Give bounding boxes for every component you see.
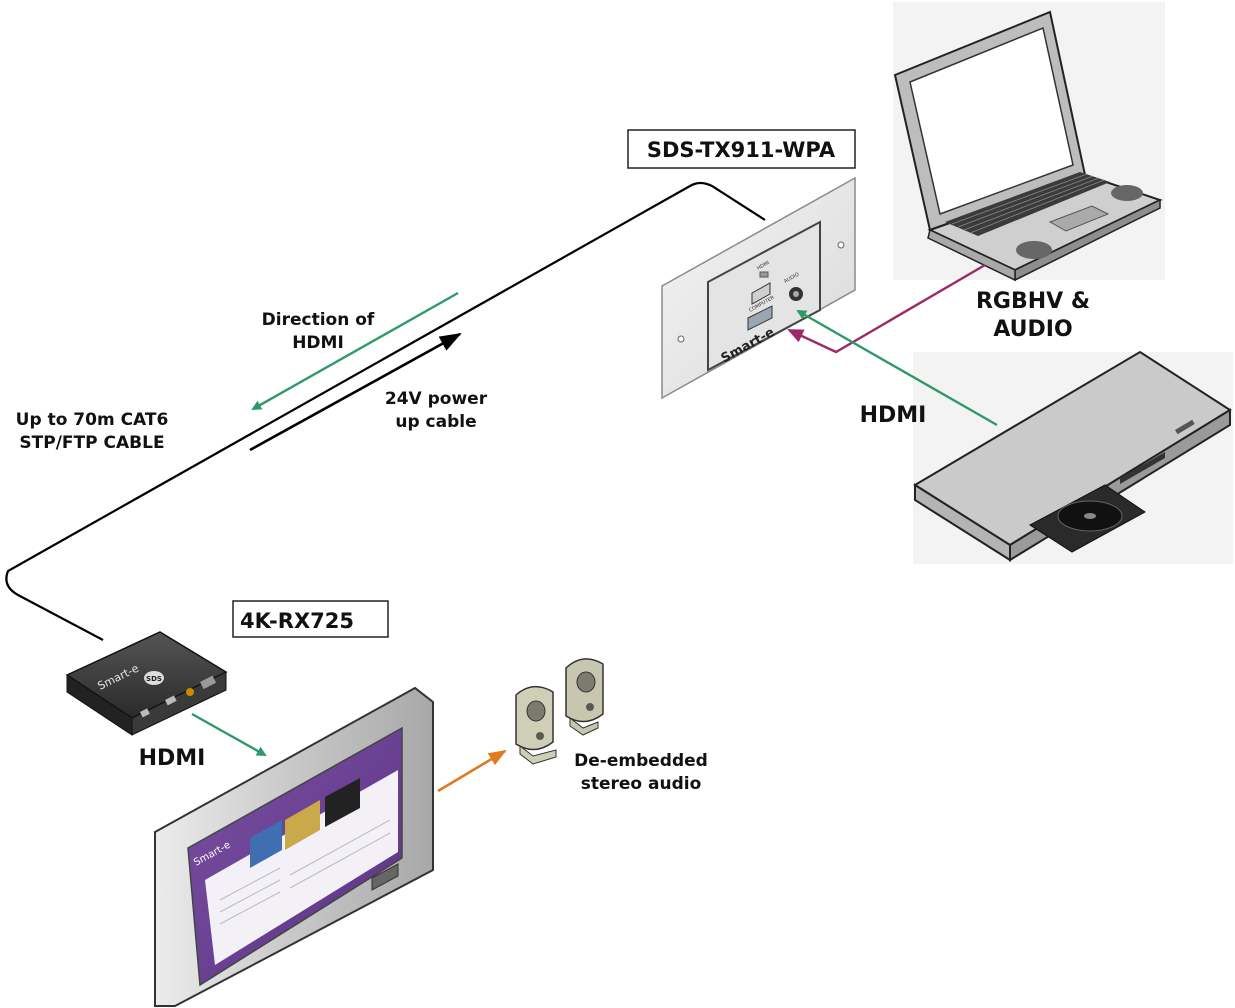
transmitter-label: SDS-TX911-WPA	[647, 138, 836, 162]
disc-player	[913, 350, 1233, 564]
display-screen: Smart-e	[154, 686, 434, 1007]
transmitter-label-box: SDS-TX911-WPA	[627, 129, 856, 169]
power-direction-arrow	[249, 332, 462, 452]
speakers	[515, 658, 604, 765]
receiver-hdmi-arrow	[191, 712, 267, 757]
direction-text-line2: HDMI	[292, 333, 344, 353]
audio-arrow	[437, 749, 507, 793]
rgbhv-cable	[787, 263, 986, 354]
speakers-caption-line1: De-embedded	[574, 751, 708, 771]
plate-hdmi-text: HDMI	[756, 260, 771, 272]
cable-text-line1: Up to 70m CAT6	[16, 410, 169, 430]
laptop	[893, 2, 1165, 282]
display-hdmi-caption: HDMI	[139, 746, 206, 771]
direction-text-line1: Direction of	[262, 310, 375, 330]
receiver-box: Smart-e SDS	[65, 631, 228, 736]
hdmi-direction-arrow	[251, 291, 459, 411]
cat6-cable	[5, 181, 766, 641]
receiver-label: 4K-RX725	[240, 609, 354, 633]
laptop-caption-line1: RGBHV &	[976, 289, 1090, 314]
power-text-line2: up cable	[395, 412, 476, 432]
laptop-caption-line2: AUDIO	[993, 317, 1072, 342]
cable-text-line2: STP/FTP CABLE	[19, 433, 164, 453]
receiver-label-box: 4K-RX725	[232, 600, 389, 638]
player-hdmi-arrow	[796, 309, 998, 427]
speakers-caption-line2: stereo audio	[581, 774, 702, 794]
player-hdmi-caption: HDMI	[860, 403, 927, 428]
receiver-logo-text: SDS	[146, 675, 162, 683]
power-text-line1: 24V power	[385, 389, 488, 409]
transmitter-wall-plate: HDMI COMPUTER AUDIO Smart-e	[661, 176, 856, 400]
